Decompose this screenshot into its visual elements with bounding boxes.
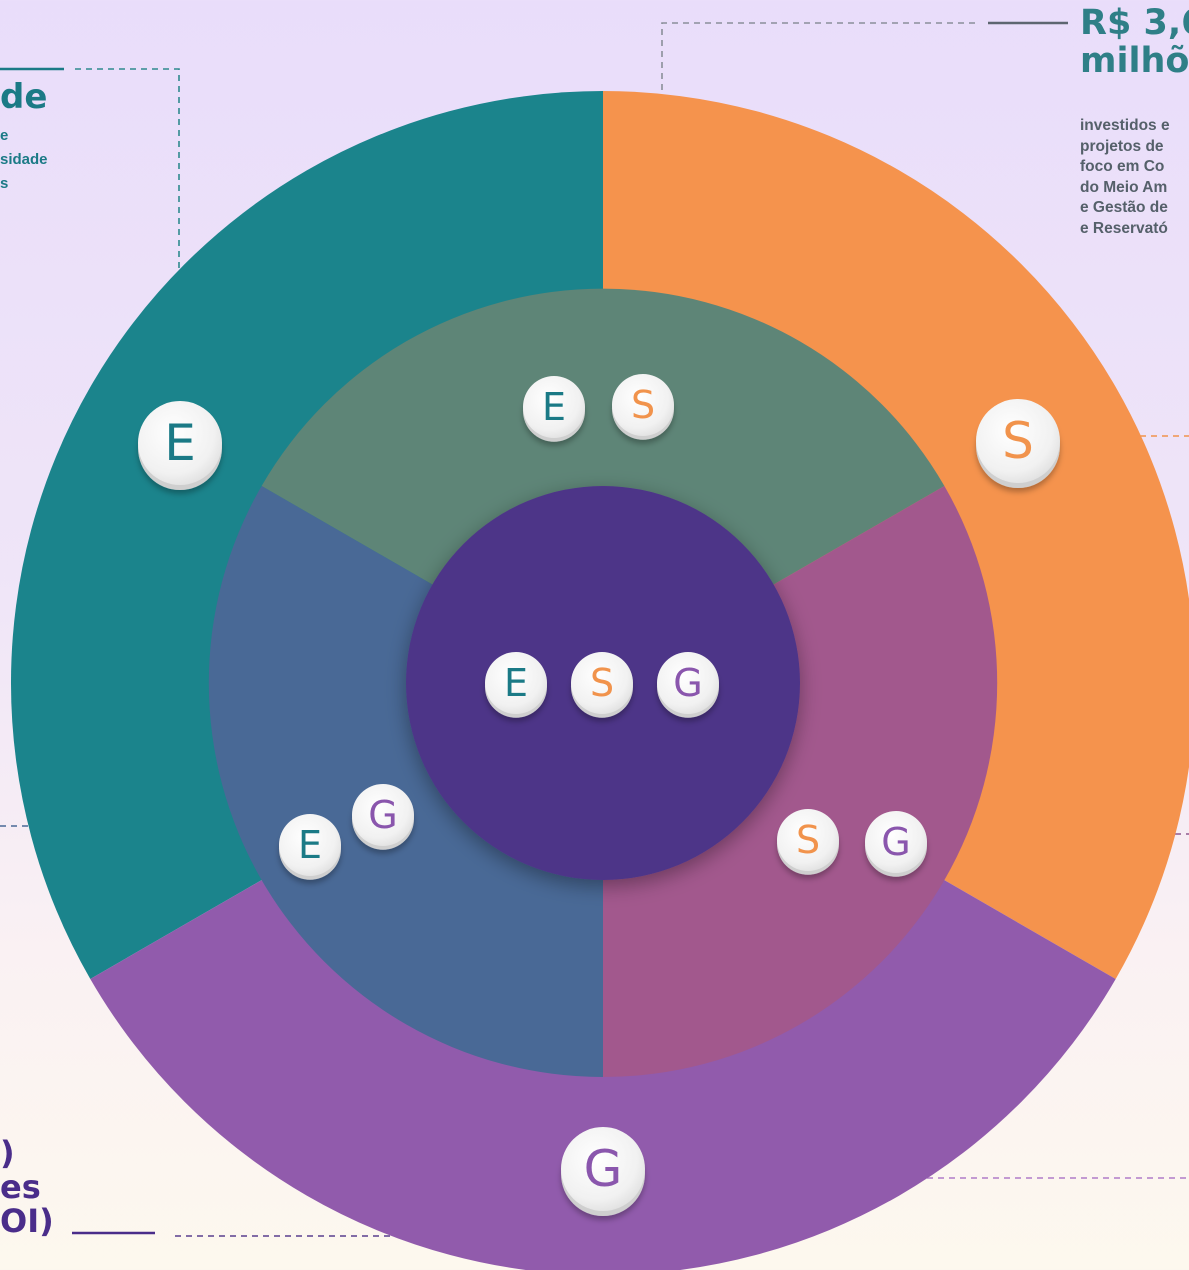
coin-face	[352, 784, 414, 846]
callout-top-right-line: do Meio Am	[1080, 178, 1168, 196]
coin-letter: G	[673, 661, 702, 705]
coin-letter: G	[584, 1140, 623, 1198]
callout-top-left-title: de	[0, 77, 48, 117]
coin-face	[976, 399, 1060, 483]
callout-top-left-line: e	[0, 127, 9, 144]
coin-letter: S	[1002, 412, 1034, 470]
callout-bottom-left-line: OI)	[0, 1202, 54, 1240]
coin-letter: E	[164, 414, 196, 472]
callout-top-right-line: projetos de	[1080, 137, 1164, 155]
coin-center-s: S	[571, 652, 633, 718]
coin-middle-eg-g: G	[352, 784, 414, 850]
coin-face	[865, 811, 927, 873]
callout-top-right-title: R$ 3,6 milhõ	[1080, 4, 1189, 80]
coin-letter: S	[631, 383, 655, 427]
coin-face	[561, 1127, 645, 1211]
callout-top-right-line: foco em Co	[1080, 158, 1165, 175]
middle-segment-es	[261, 288, 945, 683]
coin-face	[777, 809, 839, 871]
coin-face	[523, 376, 585, 438]
coin-face	[485, 652, 547, 714]
coin-outer-e: E	[138, 401, 222, 491]
coin-outer-s: S	[976, 399, 1060, 489]
coin-letter: E	[298, 823, 322, 867]
callout-top-left-text: e sidade s	[0, 124, 48, 196]
callout-top-right-title-line: R$ 3,6	[1080, 3, 1189, 43]
callout-top-right-line: e Reservató	[1080, 219, 1168, 237]
callout-top-left-line: sidade	[0, 151, 48, 168]
callout-top-right-line: e Gestão de	[1080, 199, 1168, 216]
coin-letter: E	[542, 385, 566, 429]
coin-middle-eg-e: E	[279, 814, 341, 880]
coin-face	[279, 814, 341, 876]
coin-face	[571, 652, 633, 714]
coin-middle-es-s: S	[612, 374, 674, 440]
coin-face	[657, 652, 719, 714]
leader-line-top-left	[75, 68, 180, 270]
coin-face	[612, 374, 674, 436]
coin-letter: S	[796, 818, 820, 862]
coin-letter: E	[504, 661, 528, 705]
callout-bottom-left-title: ) es OI)	[0, 1136, 54, 1238]
coin-letter: G	[881, 820, 910, 864]
coin-center-e: E	[485, 652, 547, 718]
callout-top-right-text: investidos e projetos de foco em Co do M…	[1080, 116, 1170, 239]
coin-middle-es-e: E	[523, 376, 585, 442]
coin-center-g: G	[657, 652, 719, 718]
callout-top-right-title-line: milhõ	[1080, 41, 1189, 81]
coin-middle-sg-g: G	[865, 811, 927, 877]
callout-top-left-line: s	[0, 175, 9, 192]
callout-top-right-line: investidos e	[1080, 117, 1170, 134]
coin-letter: S	[590, 661, 614, 705]
coin-letter: G	[368, 793, 397, 837]
callout-bottom-left-line: es	[0, 1168, 41, 1206]
coins: E S G E S S G G E E S G	[138, 374, 1060, 1217]
coin-middle-sg-s: S	[777, 809, 839, 875]
coin-face	[138, 401, 222, 485]
coin-outer-g: G	[561, 1127, 645, 1217]
callout-bottom-left-line: )	[0, 1134, 15, 1172]
